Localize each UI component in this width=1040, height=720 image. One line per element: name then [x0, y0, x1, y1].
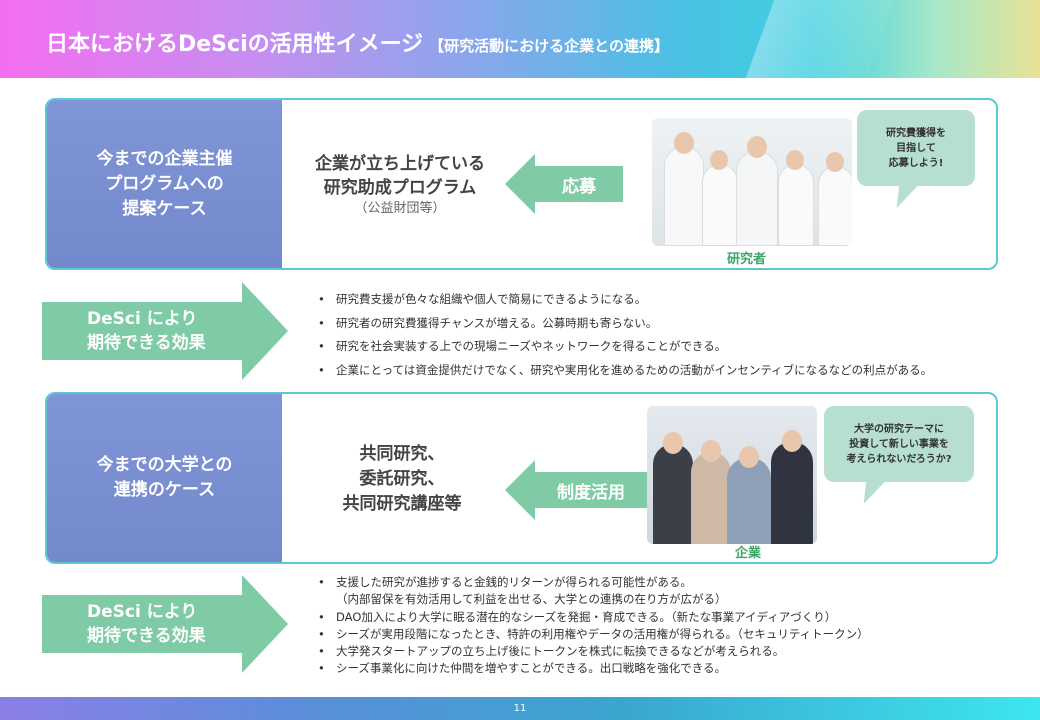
title-subtitle: 【研究活動における企業との連携】	[429, 37, 670, 55]
effect-list: 研究費支援が色々な組織や個人で簡易にできるようになる。 研究者の研究費獲得チャン…	[318, 288, 932, 382]
list-item: シーズが実用段階になったとき、特許の利用権やデータの活用権が得られる。（セキュリ…	[318, 626, 869, 644]
page-number: 11	[513, 703, 527, 714]
effect-arrow: DeSci により 期待できる効果	[42, 282, 288, 380]
speech-bubble: 大学の研究テーマに 投資して新しい事業を 考えられないだろうか?	[824, 406, 974, 482]
case-description-note: （公益財団等）	[354, 201, 446, 216]
title-main: 日本におけるDeSciの活用性イメージ	[46, 32, 424, 57]
case-label: 今までの大学との 連携のケース	[47, 394, 282, 562]
case-label: 今までの企業主催 プログラムへの 提案ケース	[47, 100, 282, 268]
list-item: 企業にとっては資金提供だけでなく、研究や実用化を進めるための活動がインセンティブ…	[318, 359, 932, 383]
list-item: 支援した研究が進捗すると金銭的リターンが得られる可能性がある。 （内部留保を有効…	[318, 574, 869, 609]
case-description-text: 企業が立ち上げている 研究助成プログラム	[315, 154, 485, 198]
speech-bubble: 研究費獲得を 目指して 応募しよう!	[857, 110, 975, 186]
business-people-photo	[647, 406, 817, 544]
case-box-university: 今までの大学との 連携のケース 共同研究、 委託研究、 共同研究講座等 制度活用…	[45, 392, 998, 564]
case-description: 共同研究、 委託研究、 共同研究講座等	[342, 444, 462, 514]
list-item: DAO加入により大学に眠る潜在的なシーズを発掘・育成できる。（新たな事業アイディ…	[318, 609, 869, 627]
header-decoration	[745, 0, 895, 78]
case-description: 企業が立ち上げている 研究助成プログラム （公益財団等）	[295, 152, 505, 218]
list-item: シーズ事業化に向けた仲間を増やすことができる。出口戦略を強化できる。	[318, 660, 869, 678]
effect-arrow: DeSci により 期待できる効果	[42, 575, 288, 673]
role-label: 研究者	[727, 252, 767, 267]
researchers-photo	[652, 118, 852, 246]
page-title: 日本におけるDeSciの活用性イメージ【研究活動における企業との連携】	[46, 26, 669, 58]
list-item: 研究を社会実装する上での現場ニーズやネットワークを得ることができる。	[318, 335, 932, 359]
list-item: 大学発スタートアップの立ち上げ後にトークンを株式に転換できるなどが考えられる。	[318, 643, 869, 661]
list-item: 研究者の研究費獲得チャンスが増える。公募時期も寄らない。	[318, 312, 932, 336]
list-item: 研究費支援が色々な組織や個人で簡易にできるようになる。	[318, 288, 932, 312]
case-box-corporate: 今までの企業主催 プログラムへの 提案ケース 企業が立ち上げている 研究助成プロ…	[45, 98, 998, 270]
role-label: 企業	[735, 546, 762, 561]
apply-arrow: 応募	[505, 154, 623, 214]
system-use-arrow: 制度活用	[505, 460, 647, 520]
footer: 11	[0, 697, 1040, 720]
header: 日本におけるDeSciの活用性イメージ【研究活動における企業との連携】	[0, 0, 1040, 78]
effect-list: 支援した研究が進捗すると金銭的リターンが得られる可能性がある。 （内部留保を有効…	[318, 574, 869, 678]
